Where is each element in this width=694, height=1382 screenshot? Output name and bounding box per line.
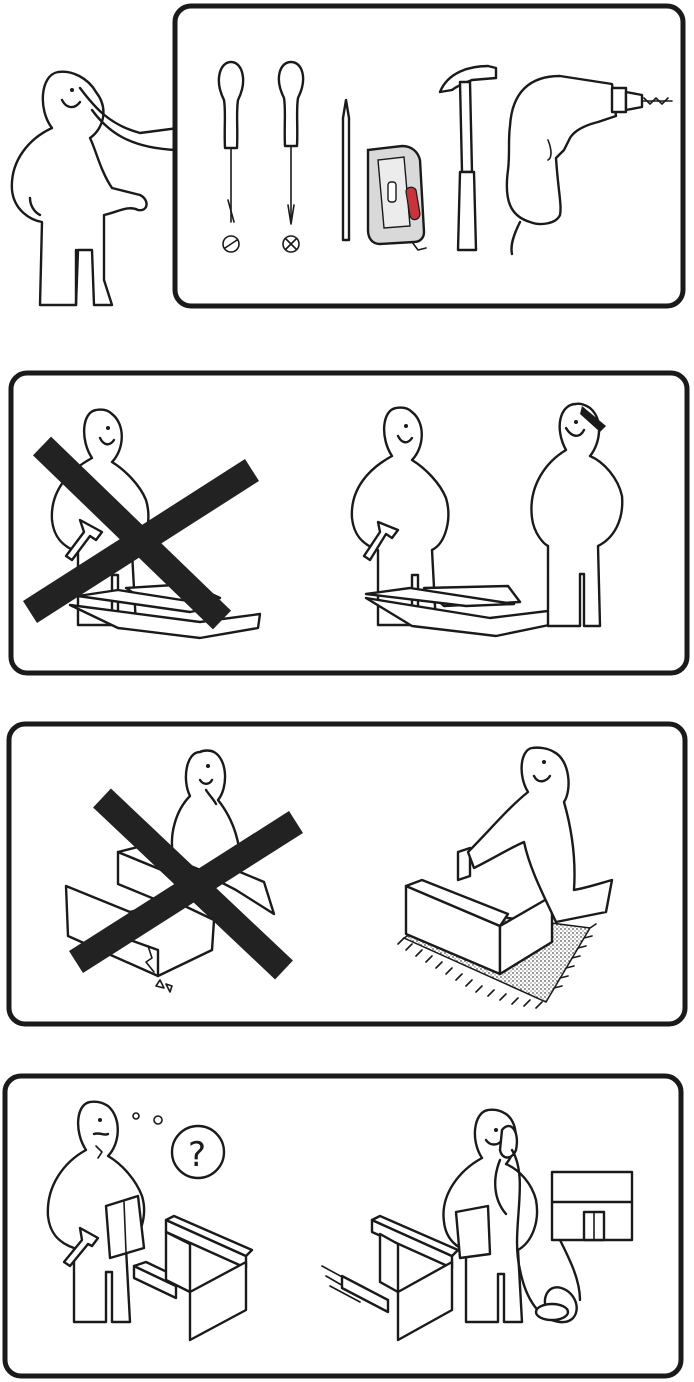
cross-out-mark-left bbox=[22, 436, 260, 630]
phone-store-icon bbox=[321, 1108, 634, 1342]
awl-icon bbox=[341, 98, 351, 242]
hammer-icon bbox=[438, 64, 498, 252]
question-bubble bbox=[170, 1124, 226, 1180]
two-people-panel bbox=[8, 370, 690, 676]
rug-surface-icon bbox=[397, 746, 614, 1009]
tape-measure-icon bbox=[366, 144, 427, 251]
flat-screwdriver-icon bbox=[217, 60, 245, 253]
question-mark-text: ? bbox=[188, 1135, 206, 1175]
tools-panel bbox=[10, 3, 686, 309]
two-people-icon bbox=[350, 402, 624, 638]
confused-person-icon: ? bbox=[46, 1100, 254, 1342]
pointing-person-figure bbox=[10, 70, 180, 307]
soft-surface-panel bbox=[6, 721, 688, 1027]
soft-surface-panel-frame bbox=[6, 721, 688, 1027]
tools-panel-frame bbox=[172, 3, 686, 309]
phillips-screwdriver-icon bbox=[277, 60, 305, 253]
power-drill-icon bbox=[505, 74, 673, 256]
help-panel: ? bbox=[2, 1073, 684, 1379]
cross-out-mark-center bbox=[69, 788, 303, 980]
